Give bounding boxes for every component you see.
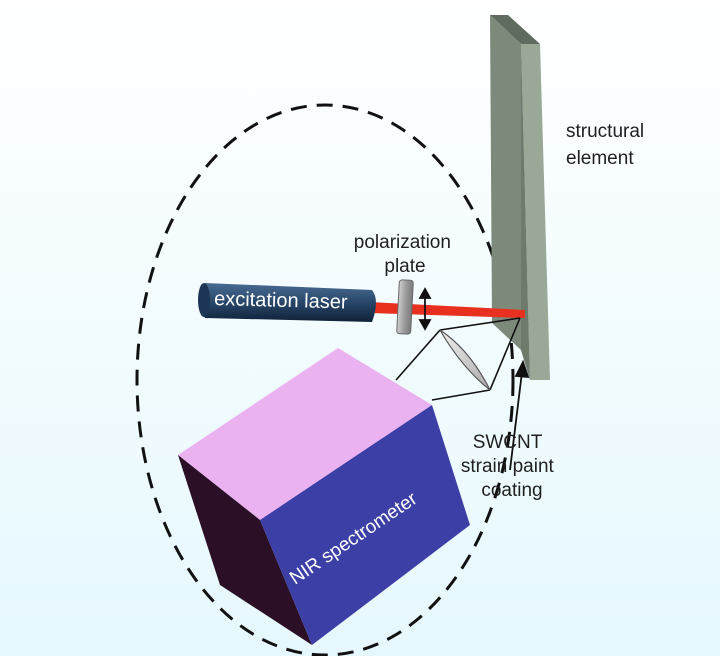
panel-side-face: [490, 15, 521, 350]
polarization-plate: [396, 279, 414, 335]
laser-body: [200, 283, 376, 322]
panel-front-face: [521, 44, 550, 380]
swcnt-coating-label: SWCNT strain paint coating: [461, 432, 559, 501]
collection-beam-lines: [395, 317, 521, 401]
structural-element-label-line2: element: [566, 148, 634, 169]
polarization-plate-label-line1: polarization: [354, 232, 451, 253]
structural-element-panel: [490, 15, 550, 380]
structural-element-label: structural element: [566, 121, 649, 169]
cube-front-face: [260, 405, 470, 645]
swcnt-coating-label-line3: coating: [481, 480, 542, 501]
polarization-arrow-icon: [418, 287, 432, 331]
cube-top-face: [178, 348, 432, 520]
collection-mirror: [439, 329, 491, 391]
swcnt-coating-label-line1: SWCNT: [473, 432, 543, 453]
polarization-plate-label-line2: plate: [384, 256, 425, 277]
swcnt-coating-label-line2: strain paint: [461, 456, 555, 477]
structural-element-label-line1: structural: [566, 121, 644, 142]
nir-spectrometer-cube: NIR spectrometer: [178, 348, 470, 645]
laser-end-cap: [198, 283, 210, 317]
cube-side-face: [178, 455, 312, 645]
coating-pointer-arrow: [509, 359, 530, 471]
dashed-boundary: [135, 103, 515, 656]
laser-label: excitation laser: [214, 288, 348, 313]
panel-edge: [521, 44, 530, 380]
panel-top-face: [490, 15, 540, 44]
excitation-laser: excitation laser: [198, 283, 376, 322]
polarization-plate-label: polarization plate: [354, 232, 456, 277]
